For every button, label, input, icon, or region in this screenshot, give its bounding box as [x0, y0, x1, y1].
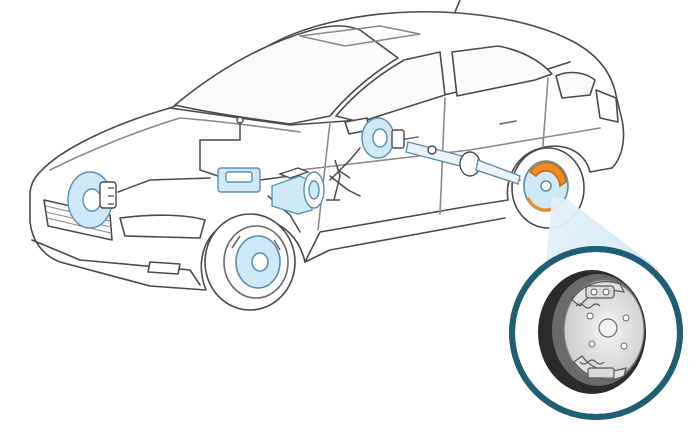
front-right-disc-brake — [67, 171, 117, 229]
hub-center — [598, 318, 618, 338]
master-cylinder — [217, 167, 261, 193]
windshield — [174, 25, 399, 125]
headlight — [119, 214, 206, 239]
antenna — [454, 0, 461, 13]
brake-shoe-highlight — [528, 161, 567, 188]
center-parking-brake-drum — [361, 117, 405, 159]
drum-brake-callout — [509, 246, 683, 420]
hood — [49, 117, 301, 171]
sunroof — [299, 25, 421, 47]
brake-booster — [271, 171, 325, 215]
brake-fluid-reservoir-cap — [236, 116, 244, 124]
abs-module — [277, 167, 311, 179]
front-door-window — [335, 51, 446, 123]
front-left-wheel — [204, 213, 296, 311]
adjuster-mechanism — [587, 367, 615, 379]
driveshaft — [405, 141, 521, 185]
front-bumper — [31, 239, 201, 286]
rear-door-window — [451, 45, 553, 97]
side-skirt — [304, 217, 506, 263]
rear-right-wheel — [511, 147, 585, 229]
car-body — [29, 0, 625, 291]
wheel-cylinder — [585, 285, 615, 299]
fog-light — [147, 261, 181, 275]
side-line — [299, 127, 601, 171]
tail-light — [595, 89, 619, 123]
return-spring — [575, 303, 601, 309]
rear-quarter-window — [555, 71, 596, 99]
brake-pedal — [326, 159, 351, 201]
